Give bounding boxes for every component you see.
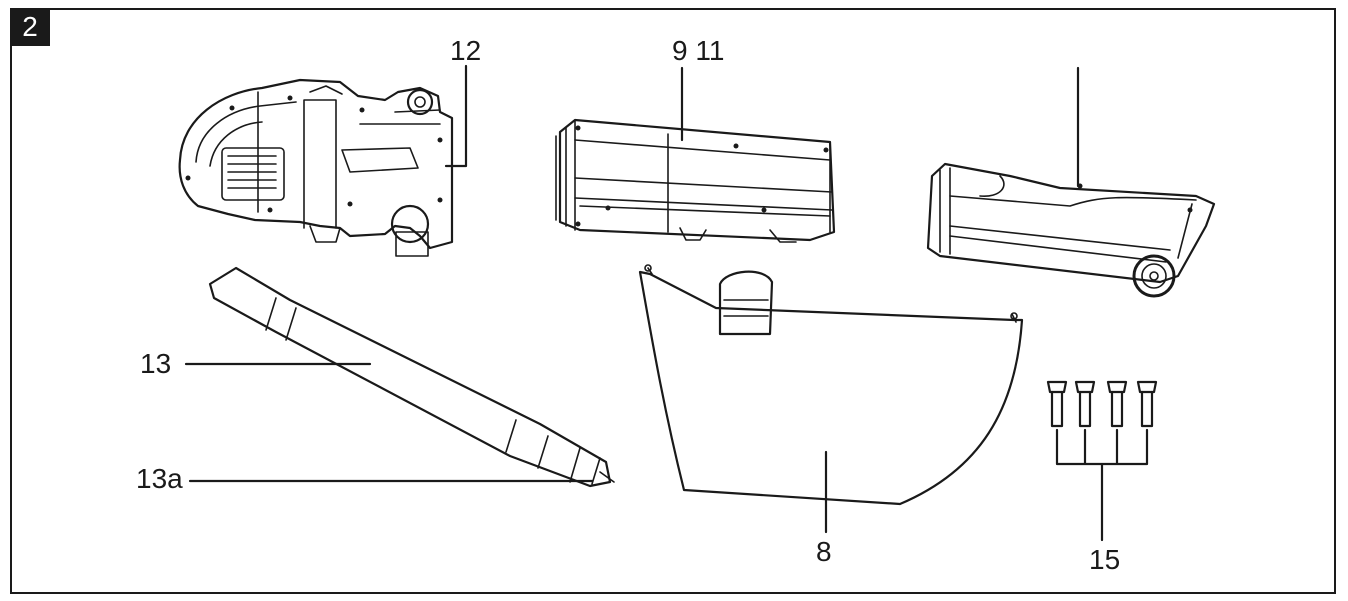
screw-4 (1136, 380, 1158, 428)
screw-1 (1046, 380, 1068, 428)
callout-13: 13 (140, 348, 172, 379)
motor-housing (178, 78, 454, 257)
leader-15 (1055, 428, 1149, 542)
callout-9-11: 9 11 (672, 35, 725, 66)
callout-8: 8 (816, 536, 832, 567)
figure-frame (10, 8, 1336, 594)
callout-15: 15 (1089, 544, 1121, 575)
callout-12: 12 (450, 35, 482, 66)
figure-number-badge: 2 (10, 8, 50, 46)
upper-tube (555, 118, 836, 243)
screws (1046, 380, 1158, 428)
lower-tube-with-wheel (926, 162, 1216, 298)
screw-3 (1106, 380, 1128, 428)
screw-2 (1074, 380, 1096, 428)
collection-bag (638, 264, 1024, 506)
leader-12 (444, 64, 468, 168)
blow-pipe (208, 266, 615, 488)
callout-13a: 13a (136, 463, 183, 494)
